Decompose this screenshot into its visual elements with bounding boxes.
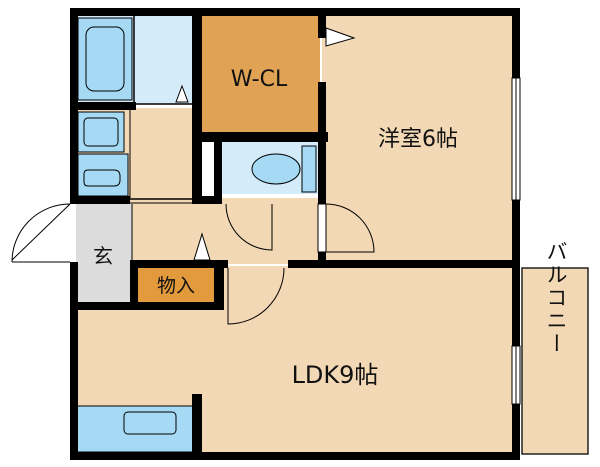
western-room-label: 洋室6帖 <box>378 127 458 152</box>
storage-floor <box>138 266 214 302</box>
kitchen-sink <box>123 411 177 435</box>
toilet-tank <box>301 145 317 193</box>
ldk-door-swing <box>227 267 285 325</box>
windows <box>317 77 521 405</box>
front-door-swing <box>11 203 71 263</box>
hallway-door-marker <box>193 232 211 261</box>
toilet-bowl <box>251 153 301 185</box>
wall-right-ldk-top <box>512 262 520 346</box>
wall-right-upper <box>512 8 520 78</box>
toilet-door-swing <box>225 203 273 251</box>
wall-western-left-low <box>318 252 326 268</box>
wall-closet-bottom <box>192 132 328 142</box>
wall-toilet-bottom <box>192 196 222 204</box>
entrance-label: 玄 <box>93 244 113 268</box>
wall-toilet-right <box>318 132 326 204</box>
wall-washroom-bottom <box>70 196 130 204</box>
balcony-label: バルコニー <box>544 241 568 356</box>
wall-ldk-top-right <box>288 260 520 268</box>
room-labels: W-CL 洋室6帖 玄 物入 LDK9帖 バルコニー <box>93 67 568 389</box>
ldk-label: LDK9帖 <box>292 361 379 389</box>
western-room-floor <box>322 12 512 264</box>
wall-bath-right <box>192 8 202 204</box>
wall-western-left-mid <box>318 82 326 142</box>
washbasin-bowl <box>83 117 119 147</box>
wall-toilet-left <box>214 132 222 204</box>
wall-bath-bottom <box>70 102 136 110</box>
floors <box>70 12 589 457</box>
wall-top <box>70 8 520 16</box>
wall-storage-right <box>214 262 224 310</box>
bathtub-basin <box>85 26 125 92</box>
bath-door-marker <box>175 84 189 103</box>
walls <box>70 8 520 460</box>
wall-kitchen-stub <box>192 394 202 456</box>
walk-in-closet-label: W-CL <box>231 67 288 92</box>
western-door-swing <box>325 203 375 253</box>
wall-left-lower <box>70 262 78 460</box>
wall-right-mid <box>512 200 520 272</box>
wall-bottom <box>70 452 520 460</box>
doors <box>11 27 375 325</box>
storage-label: 物入 <box>157 275 195 297</box>
washing-machine-tub <box>83 169 121 187</box>
balcony-floor <box>521 267 589 455</box>
entrance-floor <box>76 204 132 304</box>
walk-in-closet-floor <box>202 14 320 134</box>
wall-closet-right <box>318 8 326 38</box>
partitions <box>129 16 214 265</box>
wall-right-lower <box>512 404 520 460</box>
western-side-window <box>317 203 327 253</box>
closet-door-marker <box>325 27 356 47</box>
wall-storage-bottom <box>70 302 222 310</box>
wall-entrance-right <box>130 262 138 310</box>
